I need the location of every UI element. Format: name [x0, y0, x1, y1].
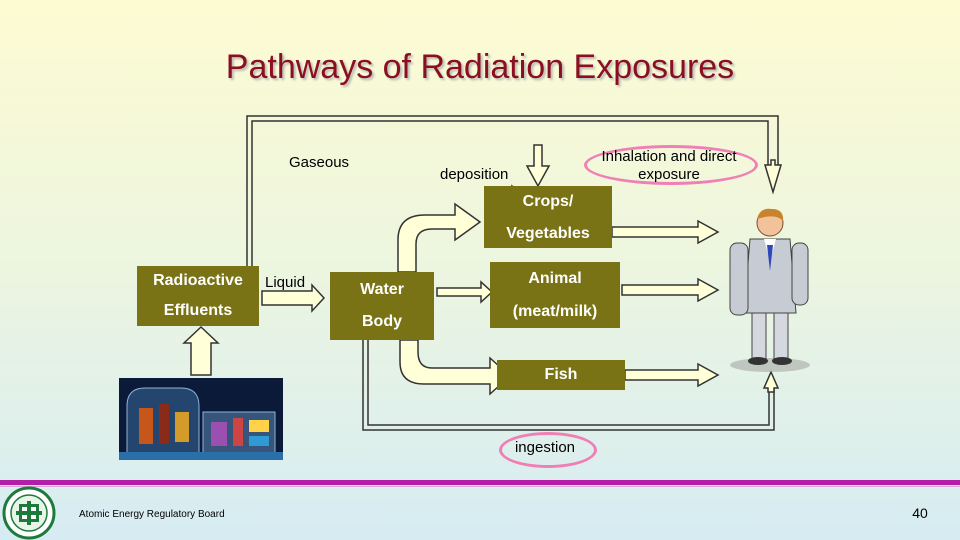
- arrow-liquid-to-water: [261, 283, 326, 313]
- box-crops-vegetables-line1: Crops/: [522, 193, 574, 210]
- label-gaseous: Gaseous: [289, 154, 350, 171]
- up-arrow-plant-to-effluents: [182, 325, 220, 376]
- arrow-water-to-animal: [436, 280, 494, 304]
- box-water-body-line2: Body: [362, 313, 402, 330]
- label-ingestion: ingestion: [514, 439, 576, 456]
- down-arrow-deposition: [525, 144, 551, 188]
- label-inhalation-line2: exposure: [638, 166, 700, 183]
- box-fish: Fish: [497, 360, 625, 390]
- box-crops-vegetables: Crops/ Vegetables: [484, 186, 612, 248]
- arrow-animal-to-person: [621, 277, 720, 303]
- box-animal: Animal (meat/milk): [490, 262, 620, 328]
- label-liquid: Liquid: [265, 274, 306, 291]
- nuclear-plant-image: [119, 378, 283, 460]
- highlight-ring-ingestion: [499, 432, 597, 468]
- label-deposition: deposition: [440, 166, 509, 183]
- curved-arrow-to-fish: [399, 339, 512, 396]
- down-arrow-exposure: [763, 159, 783, 195]
- footer-accent-bar: [0, 480, 960, 485]
- ingestion-pathway-line: [362, 332, 775, 431]
- box-water-body-line1: Water: [360, 281, 404, 298]
- person-illustration: [729, 208, 810, 372]
- aerb-logo: [2, 486, 56, 540]
- box-radioactive-effluents-line2: Effluents: [163, 302, 233, 319]
- curved-arrow-to-crops: [397, 202, 482, 273]
- box-water-body: Water Body: [330, 272, 434, 340]
- footer-organization: Atomic Energy Regulatory Board: [79, 509, 225, 520]
- box-radioactive-effluents: Radioactive Effluents: [137, 266, 259, 326]
- box-radioactive-effluents-line1: Radioactive: [153, 272, 243, 289]
- label-inhalation: Inhalation and direct exposure: [586, 148, 752, 184]
- box-animal-line2: (meat/milk): [512, 303, 598, 320]
- box-crops-vegetables-line2: Vegetables: [506, 225, 590, 242]
- footer-accent-thin-line: [0, 486, 960, 487]
- highlight-ring-inhalation: [584, 145, 758, 185]
- page-number: 40: [912, 505, 928, 521]
- page-title: Pathways of Radiation Exposures: [225, 48, 735, 86]
- arrow-crops-to-person: [611, 219, 720, 245]
- label-inhalation-line1: Inhalation and direct: [601, 148, 737, 165]
- arrow-fish-to-person: [624, 362, 720, 388]
- box-animal-line1: Animal: [528, 270, 582, 287]
- gaseous-pathway-line: [246, 115, 779, 268]
- up-arrow-ingestion: [762, 370, 780, 393]
